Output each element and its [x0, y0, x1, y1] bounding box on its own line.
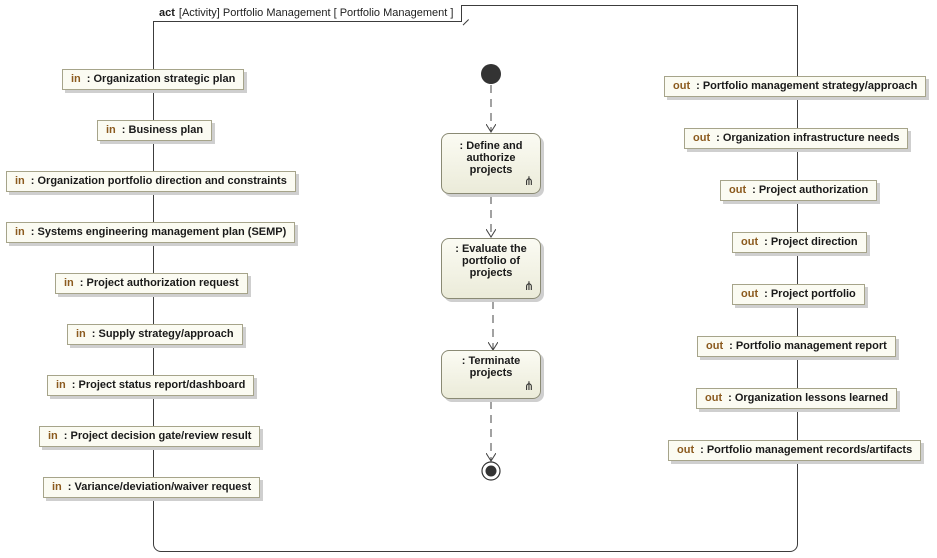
- parameter-label: : Portfolio management report: [729, 340, 887, 352]
- input-parameter-project-status-report[interactable]: in : Project status report/dashboard: [47, 375, 255, 396]
- output-parameter-portfolio-management-records[interactable]: out : Portfolio management records/artifa…: [668, 440, 922, 461]
- direction-label: out: [729, 184, 747, 196]
- parameter-label: : Organization infrastructure needs: [716, 132, 900, 144]
- parameter-label: : Supply strategy/approach: [91, 328, 234, 340]
- output-parameter-portfolio-management-strategy[interactable]: out : Portfolio management strategy/appro…: [664, 76, 927, 97]
- direction-label: in: [52, 481, 62, 493]
- call-behavior-rake-icon: ⋔: [523, 279, 534, 293]
- input-parameter-organization-strategic-plan[interactable]: in : Organization strategic plan: [62, 69, 245, 90]
- direction-label: out: [673, 80, 691, 92]
- input-parameter-supply-strategy[interactable]: in : Supply strategy/approach: [67, 324, 243, 345]
- direction-label: out: [677, 444, 695, 456]
- output-parameter-project-authorization[interactable]: out : Project authorization: [720, 180, 878, 201]
- direction-label: in: [106, 124, 116, 136]
- action-label: : Define and authorize projects: [459, 140, 523, 176]
- input-parameter-variance-request[interactable]: in : Variance/deviation/waiver request: [43, 477, 261, 498]
- initial-node: [481, 64, 501, 84]
- action-define-and-authorize-projects[interactable]: : Define and authorize projects ⋔: [441, 133, 541, 194]
- parameter-label: : Project authorization request: [79, 277, 239, 289]
- call-behavior-rake-icon: ⋔: [523, 174, 534, 188]
- input-parameter-project-decision-gate[interactable]: in : Project decision gate/review result: [39, 426, 261, 447]
- action-terminate-projects[interactable]: : Terminate projects ⋔: [441, 350, 541, 399]
- activity-final-node: [481, 461, 501, 481]
- parameter-label: : Project authorization: [752, 184, 869, 196]
- input-parameter-project-authorization-request[interactable]: in : Project authorization request: [55, 273, 248, 294]
- direction-label: out: [741, 236, 759, 248]
- frame-title: [Activity] Portfolio Management [ Portfo…: [178, 7, 454, 19]
- frame-header: act[Activity] Portfolio Management [ Por…: [153, 5, 463, 22]
- input-parameter-semp[interactable]: in : Systems engineering management plan …: [6, 222, 296, 243]
- output-parameter-project-portfolio[interactable]: out : Project portfolio: [732, 284, 865, 305]
- output-parameter-project-direction[interactable]: out : Project direction: [732, 232, 867, 253]
- parameter-label: : Project direction: [764, 236, 858, 248]
- parameter-label: : Business plan: [121, 124, 204, 136]
- action-label: : Terminate projects: [461, 355, 521, 379]
- input-parameter-organization-portfolio-direction[interactable]: in : Organization portfolio direction and…: [6, 171, 296, 192]
- parameter-label: : Organization portfolio direction and c…: [30, 175, 287, 187]
- direction-label: in: [15, 175, 25, 187]
- parameter-label: : Systems engineering management plan (S…: [30, 226, 287, 238]
- action-label: : Evaluate the portfolio of projects: [455, 243, 527, 279]
- call-behavior-rake-icon: ⋔: [523, 379, 534, 393]
- direction-label: in: [71, 73, 81, 85]
- direction-label: in: [48, 430, 58, 442]
- parameter-label: : Portfolio management strategy/approach: [696, 80, 918, 92]
- direction-label: out: [693, 132, 711, 144]
- parameter-label: : Project status report/dashboard: [71, 379, 246, 391]
- direction-label: in: [76, 328, 86, 340]
- parameter-label: : Organization lessons learned: [728, 392, 889, 404]
- direction-label: out: [705, 392, 723, 404]
- direction-label: in: [64, 277, 74, 289]
- parameter-label: : Organization strategic plan: [86, 73, 236, 85]
- frame-keyword: act: [159, 7, 175, 19]
- direction-label: out: [741, 288, 759, 300]
- action-evaluate-portfolio-of-projects[interactable]: : Evaluate the portfolio of projects ⋔: [441, 238, 541, 299]
- output-parameter-organization-lessons-learned[interactable]: out : Organization lessons learned: [696, 388, 898, 409]
- parameter-label: : Portfolio management records/artifacts: [700, 444, 913, 456]
- output-parameter-portfolio-management-report[interactable]: out : Portfolio management report: [697, 336, 896, 357]
- input-parameter-business-plan[interactable]: in : Business plan: [97, 120, 213, 141]
- direction-label: in: [15, 226, 25, 238]
- direction-label: out: [706, 340, 724, 352]
- output-parameter-organization-infrastructure-needs[interactable]: out : Organization infrastructure needs: [684, 128, 909, 149]
- direction-label: in: [56, 379, 66, 391]
- parameter-label: : Project decision gate/review result: [63, 430, 252, 442]
- parameter-label: : Project portfolio: [764, 288, 856, 300]
- parameter-label: : Variance/deviation/waiver request: [67, 481, 252, 493]
